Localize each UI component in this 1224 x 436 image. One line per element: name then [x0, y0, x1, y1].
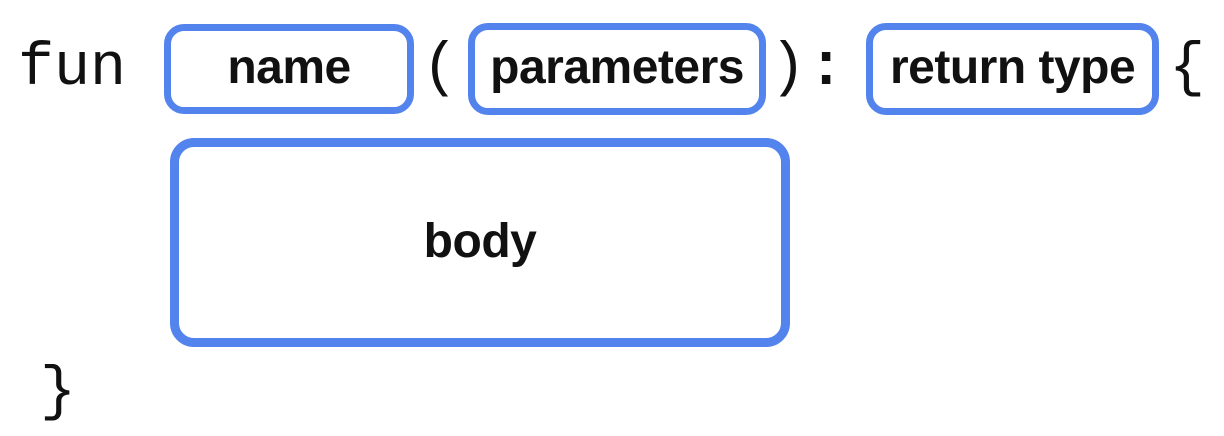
name-slot: name [164, 24, 415, 114]
fun-keyword: fun [18, 35, 127, 103]
return-type-slot: return type [866, 23, 1160, 115]
closing-brace-row: } [40, 363, 1224, 423]
close-paren: ) [770, 35, 807, 103]
open-paren: ( [422, 35, 459, 103]
body-slot: body [170, 138, 790, 347]
name-slot-label: name [227, 41, 351, 94]
parameters-slot: parameters [468, 23, 767, 115]
function-signature-row: fun name ( parameters ) : return type { [0, 23, 1224, 115]
body-slot-label: body [423, 214, 537, 268]
return-type-slot-label: return type [889, 41, 1136, 94]
colon-separator: : [808, 35, 845, 103]
parameters-slot-label: parameters [490, 41, 744, 94]
function-body-row: body [170, 138, 1224, 347]
close-brace: } [40, 359, 77, 427]
open-brace: { [1169, 35, 1206, 103]
